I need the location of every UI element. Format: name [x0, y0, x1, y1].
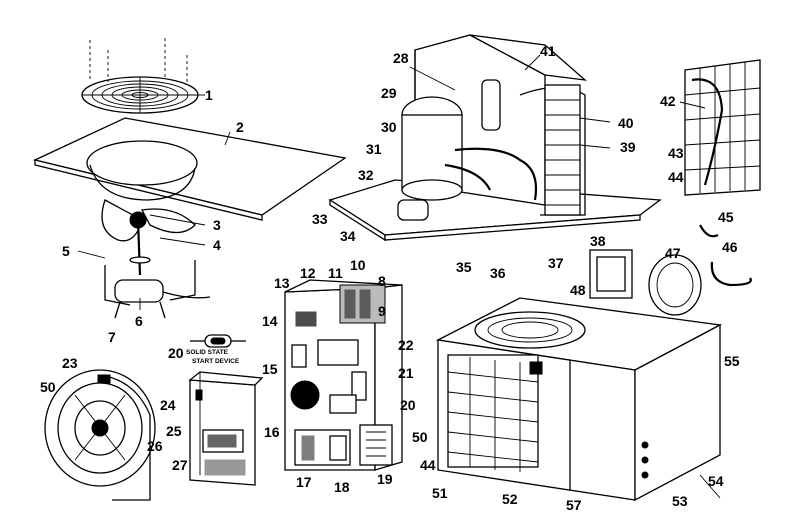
callout-17: 17	[296, 474, 312, 490]
callout-47: 47	[665, 245, 681, 261]
callout-53: 53	[672, 493, 688, 509]
callout-52: 52	[502, 491, 518, 507]
leader-lines	[77, 54, 721, 499]
callout-41: 41	[540, 43, 556, 59]
callout-39: 39	[620, 139, 636, 155]
fan-blade-assembly	[101, 199, 211, 319]
callout-37: 37	[548, 255, 564, 271]
callout-1: 1	[205, 87, 213, 103]
callout-14: 14	[262, 313, 278, 329]
callout-13: 13	[274, 275, 290, 291]
callout-25: 25	[166, 423, 182, 439]
start-device-label-line1: SOLID STATE	[186, 349, 229, 356]
callout-18: 18	[334, 479, 350, 495]
callout-23: 23	[62, 355, 78, 371]
callout-7: 7	[108, 329, 116, 345]
callout-21: 21	[398, 365, 414, 381]
callout-29: 29	[381, 85, 397, 101]
condensing-unit	[435, 297, 723, 502]
callout-4: 4	[213, 237, 221, 253]
callout-34: 34	[340, 228, 356, 244]
callout-20-start-device: 20	[168, 345, 184, 361]
callout-3: 3	[213, 217, 221, 233]
callout-28: 28	[393, 50, 409, 66]
control-box	[284, 279, 403, 471]
callout-42: 42	[660, 93, 676, 109]
callout-48: 48	[570, 282, 586, 298]
callout-24: 24	[160, 397, 176, 413]
callout-19: 19	[377, 471, 393, 487]
callout-16: 16	[264, 424, 280, 440]
callout-45: 45	[718, 209, 734, 225]
misc-parts	[589, 224, 752, 316]
blower-assembly	[44, 369, 156, 501]
callout-36: 36	[490, 265, 506, 281]
callout-11: 11	[328, 265, 343, 281]
callout-15: 15	[262, 361, 278, 377]
callout-10: 10	[350, 257, 366, 273]
callout-8: 8	[378, 273, 386, 289]
callout-31: 31	[366, 141, 382, 157]
callout-50-blower: 50	[40, 379, 56, 395]
solid-state-start-device: SOLID STATE START DEVICE	[186, 334, 246, 365]
callout-54: 54	[708, 473, 724, 489]
compressor-section	[328, 34, 662, 242]
callout-9: 9	[378, 303, 386, 319]
fan-guard	[81, 38, 199, 114]
start-device-label-line2: START DEVICE	[192, 358, 240, 365]
callout-51: 51	[432, 485, 448, 501]
callout-32: 32	[358, 167, 374, 183]
callout-55: 55	[724, 353, 740, 369]
callout-5: 5	[62, 243, 70, 259]
callout-33: 33	[312, 211, 328, 227]
callout-46: 46	[722, 239, 738, 255]
callout-35: 35	[456, 259, 472, 275]
callout-43: 43	[668, 145, 684, 161]
top-panel	[33, 117, 347, 221]
blower-housing	[188, 371, 264, 486]
callout-50-unit: 50	[412, 429, 428, 445]
callout-26: 26	[147, 438, 163, 454]
evaporator-coil	[684, 59, 761, 196]
callout-6: 6	[135, 313, 143, 329]
callout-30: 30	[381, 119, 397, 135]
callout-44-unit: 44	[420, 457, 436, 473]
callout-12: 12	[300, 265, 316, 281]
callout-38: 38	[590, 233, 606, 249]
callout-22: 22	[398, 337, 414, 353]
callout-57: 57	[566, 497, 582, 513]
callout-20-control-box: 20	[400, 397, 416, 413]
callout-44-coil: 44	[668, 169, 684, 185]
callout-labels: 1 2 3 4 5 6 7 8 9 10 11 12 13 14 15 16 1…	[40, 43, 740, 513]
callout-40: 40	[618, 115, 634, 131]
callout-27: 27	[172, 457, 188, 473]
callout-2: 2	[236, 119, 244, 135]
